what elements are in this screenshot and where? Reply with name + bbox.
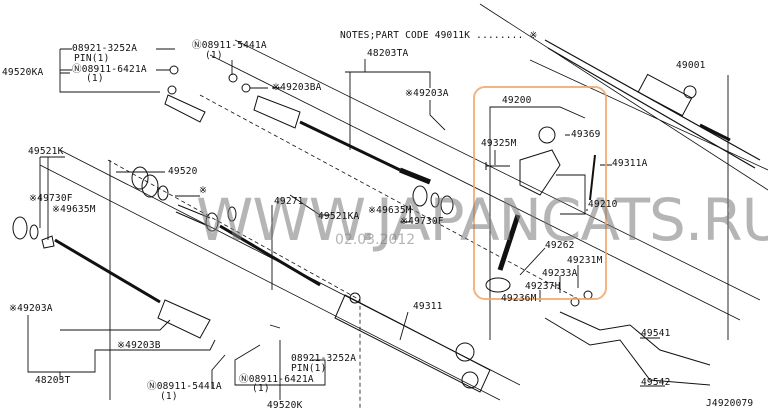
part-label-49001[interactable]: 49001: [676, 60, 706, 71]
part-label-49635M-right[interactable]: ※49635M: [368, 205, 412, 216]
part-label-nut-top[interactable]: Ⓝ08911-6421A: [72, 64, 147, 75]
part-label-49730F-left[interactable]: ※49730F: [29, 193, 73, 204]
qty-label: (1): [86, 73, 104, 84]
part-label-49520[interactable]: 49520: [168, 166, 198, 177]
part-label-pin-bottom[interactable]: 08921-3252A: [291, 353, 357, 364]
part-label-49203B[interactable]: ※49203B: [117, 340, 161, 351]
part-label-08911-5441A-top[interactable]: Ⓝ08911-5441A: [192, 40, 267, 51]
highlight-frame: [473, 86, 607, 300]
watermark: WWW.JAPANCATS.RU: [196, 186, 768, 254]
part-label-49521K[interactable]: 49521K: [28, 146, 64, 157]
part-label-49635M-left[interactable]: ※49635M: [52, 204, 96, 215]
part-label-49233A[interactable]: 49233A: [542, 268, 578, 279]
part-label-49271[interactable]: 49271: [274, 196, 304, 207]
part-label-48203T[interactable]: 48203T: [35, 375, 71, 386]
part-label-49521KA[interactable]: 49521KA: [318, 211, 360, 222]
middle-rack-parts: [131, 166, 454, 287]
part-label-49231M[interactable]: 49231M: [567, 255, 603, 266]
qty-label: (1): [205, 50, 223, 61]
part-label-49262[interactable]: 49262: [545, 240, 575, 251]
part-label-49203A-top[interactable]: ※49203A: [405, 88, 449, 99]
part-label-49200[interactable]: 49200: [502, 95, 532, 106]
part-label-49311A[interactable]: 49311A: [612, 158, 648, 169]
qty-label: PIN(1): [74, 53, 110, 64]
notes-label: NOTES;PART CODE 49011K ........ ※: [340, 30, 538, 41]
part-label-49730F-right[interactable]: ※49730F: [400, 216, 444, 227]
qty-label: (1): [252, 383, 270, 394]
part-label-49325M[interactable]: 49325M: [481, 138, 517, 149]
part-label-49311[interactable]: 49311: [413, 301, 443, 312]
leader-lines: [27, 48, 729, 400]
part-label-08911-5441A-bottom[interactable]: Ⓝ08911-5441A: [147, 381, 222, 392]
part-label-49203A-bottom[interactable]: ※49203A: [9, 303, 53, 314]
hydraulic-pipes: [544, 311, 711, 386]
star-mark: ※: [199, 185, 208, 196]
part-label-49203BA[interactable]: ※49203BA: [272, 82, 322, 93]
qty-label: (1): [160, 391, 178, 402]
part-label-49520K[interactable]: 49520K: [267, 400, 303, 410]
boot-lower: [12, 216, 211, 339]
tie-rod-end-top: [164, 65, 251, 123]
part-label-49542[interactable]: 49542: [641, 377, 671, 388]
part-label-49210[interactable]: 49210: [588, 199, 618, 210]
part-label-49237H[interactable]: 49237H: [525, 281, 561, 292]
part-label-49369[interactable]: 49369: [571, 129, 601, 140]
part-label-49236M[interactable]: 49236M: [501, 293, 537, 304]
steering-gear-assembly-top: [544, 39, 761, 169]
boot-top: [253, 95, 431, 185]
part-label-49520KA[interactable]: 49520KA: [2, 67, 44, 78]
part-label-pin-top[interactable]: 08921-3252A: [72, 43, 138, 54]
gear-housing-lower: [334, 292, 491, 393]
qty-label: PIN(1): [291, 363, 327, 374]
part-label-49541[interactable]: 49541: [641, 328, 671, 339]
watermark-date: 02.03.2012: [335, 232, 416, 248]
diagram-code: J4920079: [706, 398, 754, 409]
part-label-48203TA[interactable]: 48203TA: [367, 48, 409, 59]
part-label-nut-bottom[interactable]: Ⓝ08911-6421A: [239, 374, 314, 385]
